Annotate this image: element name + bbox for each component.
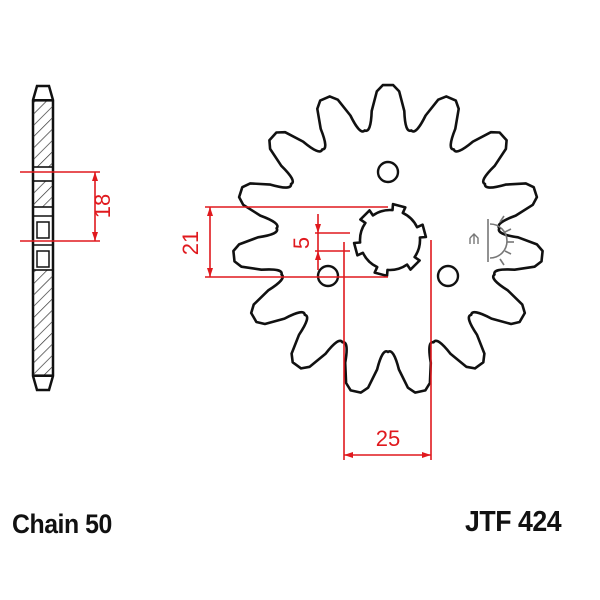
bolt-hole-right bbox=[436, 264, 460, 288]
side-profile-view bbox=[31, 84, 55, 392]
part-number: JTF 424 bbox=[465, 506, 562, 538]
dimension-label-spline-slot: 5 bbox=[289, 237, 314, 249]
chain-label: Chain 50 bbox=[12, 509, 112, 539]
bolt-hole-top bbox=[376, 160, 400, 184]
dimension-spline-height bbox=[205, 206, 388, 278]
dimension-label-hub-width: 25 bbox=[376, 426, 400, 451]
sprocket-outline bbox=[232, 83, 544, 394]
dimension-label-spline-height: 21 bbox=[178, 231, 203, 255]
bolt-holes bbox=[316, 160, 460, 288]
dimension-label-side-thickness: 18 bbox=[90, 194, 115, 218]
splined-hub bbox=[352, 202, 428, 278]
dimension-hub-width bbox=[343, 240, 432, 460]
dimension-side-thickness bbox=[20, 171, 100, 242]
engine-side-icon bbox=[469, 215, 514, 266]
bolt-hole-left bbox=[316, 264, 340, 288]
